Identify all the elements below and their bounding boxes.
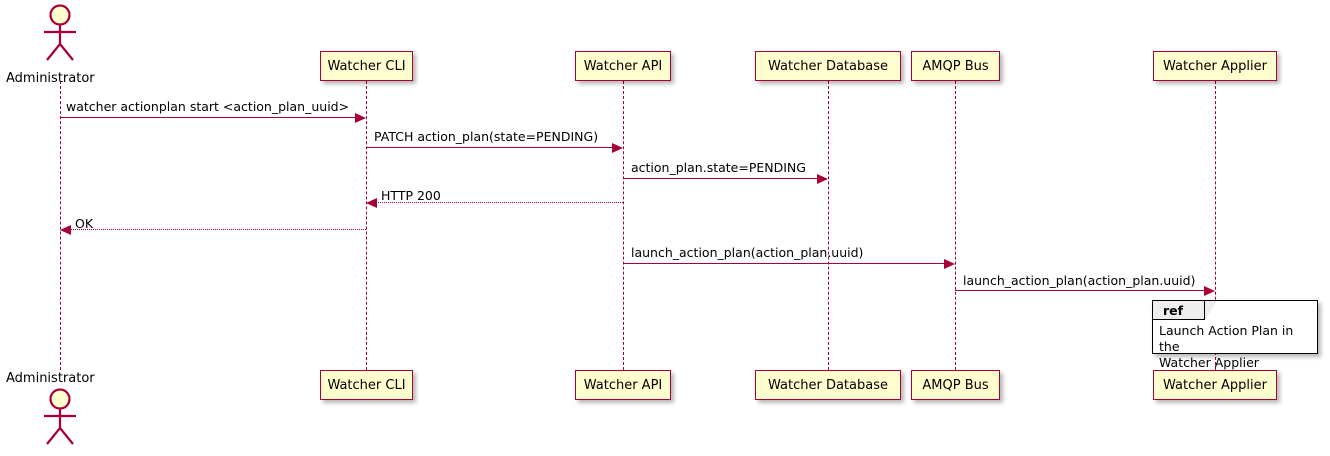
message-label-msg-4: HTTP 200 bbox=[381, 188, 441, 203]
participant-watcher-cli-bottom[interactable]: Watcher CLI bbox=[320, 370, 413, 400]
message-line-msg-1 bbox=[60, 117, 357, 118]
participant-watcher-applier-top[interactable]: Watcher Applier bbox=[1153, 51, 1277, 81]
arrow-head-msg-6 bbox=[944, 258, 955, 269]
message-label-msg-5: OK bbox=[75, 216, 94, 231]
actor-administrator-top bbox=[38, 4, 82, 62]
participant-watcher-api-bottom[interactable]: Watcher API bbox=[575, 370, 671, 400]
message-label-msg-2: PATCH action_plan(state=PENDING) bbox=[374, 129, 599, 144]
actor-administrator-bottom bbox=[38, 388, 82, 446]
message-line-msg-2 bbox=[366, 147, 614, 148]
fragment-body-text: Launch Action Plan in the Watcher Applie… bbox=[1159, 323, 1294, 370]
arrow-head-msg-7 bbox=[1204, 285, 1215, 296]
arrow-head-msg-3 bbox=[817, 173, 828, 184]
actor-label-administrator-bottom: Administrator bbox=[6, 371, 95, 386]
lifeline-amqp-bus bbox=[955, 81, 956, 370]
message-line-msg-4 bbox=[375, 202, 623, 203]
message-label-msg-3: action_plan.state=PENDING bbox=[631, 160, 806, 175]
lifeline-watcher-api bbox=[623, 81, 624, 370]
message-line-msg-6 bbox=[623, 263, 946, 264]
participant-watcher-cli-top[interactable]: Watcher CLI bbox=[320, 51, 413, 81]
participant-watcher-api-top[interactable]: Watcher API bbox=[575, 51, 671, 81]
lifeline-watcher-cli bbox=[366, 81, 367, 370]
message-line-msg-7 bbox=[955, 290, 1206, 291]
fragment-tab-corner bbox=[1205, 301, 1217, 320]
arrow-head-msg-1 bbox=[355, 112, 366, 123]
participant-watcher-database-top[interactable]: Watcher Database bbox=[755, 51, 901, 81]
arrow-head-msg-2 bbox=[612, 142, 623, 153]
arrow-head-msg-4 bbox=[366, 197, 377, 208]
participant-amqp-bus-top[interactable]: AMQP Bus bbox=[911, 51, 1000, 81]
participant-watcher-applier-bottom[interactable]: Watcher Applier bbox=[1153, 370, 1277, 400]
participant-amqp-bus-bottom[interactable]: AMQP Bus bbox=[911, 370, 1000, 400]
fragment-tab-label: ref bbox=[1153, 301, 1205, 320]
lifeline-watcher-database bbox=[828, 81, 829, 370]
actor-label-administrator-top: Administrator bbox=[6, 71, 95, 86]
arrow-head-msg-5 bbox=[60, 224, 71, 235]
message-label-msg-1: watcher actionplan start <action_plan_uu… bbox=[66, 99, 350, 114]
message-label-msg-6: launch_action_plan(action_plan.uuid) bbox=[631, 245, 864, 260]
message-line-msg-5 bbox=[69, 229, 366, 230]
message-line-msg-3 bbox=[623, 178, 819, 179]
lifeline-watcher-applier bbox=[1215, 81, 1216, 370]
participant-watcher-database-bottom[interactable]: Watcher Database bbox=[755, 370, 901, 400]
message-label-msg-7: launch_action_plan(action_plan.uuid) bbox=[963, 273, 1196, 288]
